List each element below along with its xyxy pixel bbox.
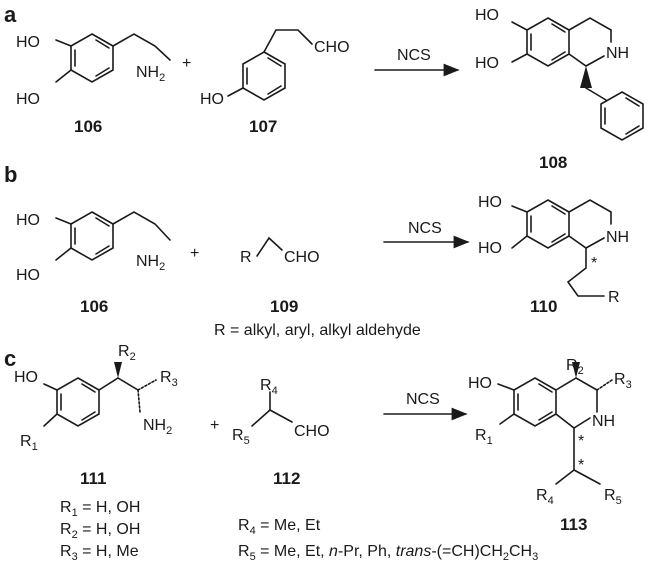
atom-nh-110: NH [606, 229, 629, 246]
compound-112: 112 [273, 469, 300, 488]
compound-111: 111 [80, 469, 107, 488]
molecule-106-a: HO HO NH2 [16, 33, 171, 108]
atom-ho-111: HO [14, 369, 38, 386]
molecule-108: HO HO NH [475, 7, 644, 141]
molecule-106-b: HO HO NH2 [16, 211, 171, 284]
panel-label-b: b [4, 162, 17, 187]
panel-label-c: c [4, 346, 16, 371]
plus-b: + [190, 245, 199, 262]
atom-ho-b-1: HO [16, 212, 40, 229]
atom-r1-113: R1 [475, 427, 493, 447]
atom-ho-113: HO [468, 375, 492, 392]
plus-a: + [182, 55, 191, 72]
compound-107: 107 [249, 117, 277, 136]
reagent-ncs-c: NCS [406, 391, 440, 408]
compound-110: 110 [530, 297, 557, 316]
r5-definition: R5 = Me, Et, n-Pr, Ph, trans-(=CH)CH2CH3 [238, 543, 538, 563]
atom-ho-110-1: HO [478, 194, 502, 211]
atom-ho-2: HO [16, 91, 40, 108]
plus-c: + [210, 417, 219, 434]
atom-ho-b-2: HO [16, 267, 40, 284]
atom-r3-111: R3 [160, 369, 178, 389]
r1-definition: R1 = H, OH [60, 499, 140, 519]
atom-r-110: R [608, 289, 620, 306]
compound-106-b: 106 [80, 297, 108, 316]
atom-r4-113: R4 [536, 487, 554, 507]
atom-r5-113: R5 [604, 487, 622, 507]
atom-r-109: R [240, 249, 252, 266]
atom-nh-113: NH [592, 413, 615, 430]
molecule-113: HO R1 R2 R3 NH * * R4 R5 [468, 357, 632, 507]
atom-ho-110-2: HO [478, 240, 502, 257]
atom-cho-112: CHO [294, 423, 330, 440]
atom-nh2: NH2 [136, 64, 165, 84]
r4-definition: R4 = Me, Et [238, 517, 321, 537]
r2-definition: R2 = H, OH [60, 521, 140, 541]
molecule-111: HO R1 R2 R3 NH2 [14, 343, 178, 453]
stereo-star-113-2: * [578, 457, 584, 474]
atom-ho-107: HO [200, 91, 224, 108]
r3-definition: R3 = H, Me [60, 543, 139, 563]
compound-109: 109 [270, 297, 298, 316]
atom-r4-112: R4 [260, 377, 278, 397]
panel-c: c HO R1 R2 R3 NH2 111 + R4 R5 CHO 112 [4, 343, 632, 563]
compound-108: 108 [539, 153, 567, 172]
atom-r1-111: R1 [20, 433, 38, 453]
panel-label-a: a [4, 2, 17, 27]
atom-cho-107: CHO [314, 39, 350, 56]
atom-ho-1: HO [16, 34, 40, 51]
atom-r5-112: R5 [232, 427, 250, 447]
compound-106-a: 106 [74, 117, 102, 136]
molecule-107: HO CHO [200, 29, 350, 108]
r-definition-b: R = alkyl, aryl, alkyl aldehyde [214, 322, 421, 339]
atom-r3-113: R3 [614, 371, 632, 391]
stereo-star-110: * [591, 255, 597, 272]
stereo-star-113-1: * [578, 433, 584, 450]
atom-cho-109: CHO [284, 249, 320, 266]
molecule-110: HO HO NH * R [478, 194, 629, 306]
reagent-ncs-b: NCS [408, 220, 442, 237]
reagent-ncs-a: NCS [397, 47, 431, 64]
molecule-109: R CHO [240, 236, 320, 266]
molecule-112: R4 R5 CHO [232, 377, 330, 447]
atom-r2-111: R2 [118, 343, 136, 363]
atom-ho-108-1: HO [475, 7, 499, 24]
atom-nh2-b: NH2 [136, 253, 165, 273]
atom-nh2-111: NH2 [143, 417, 172, 437]
atom-nh-108: NH [606, 45, 629, 62]
compound-113: 113 [560, 515, 587, 534]
panel-b: b HO HO NH2 106 + R CHO 109 NCS [4, 162, 629, 339]
atom-r2-113: R2 [566, 357, 584, 377]
atom-ho-108-2: HO [475, 55, 499, 72]
panel-a: a HO HO NH2 106 + HO CHO 107 NCS [4, 2, 644, 172]
